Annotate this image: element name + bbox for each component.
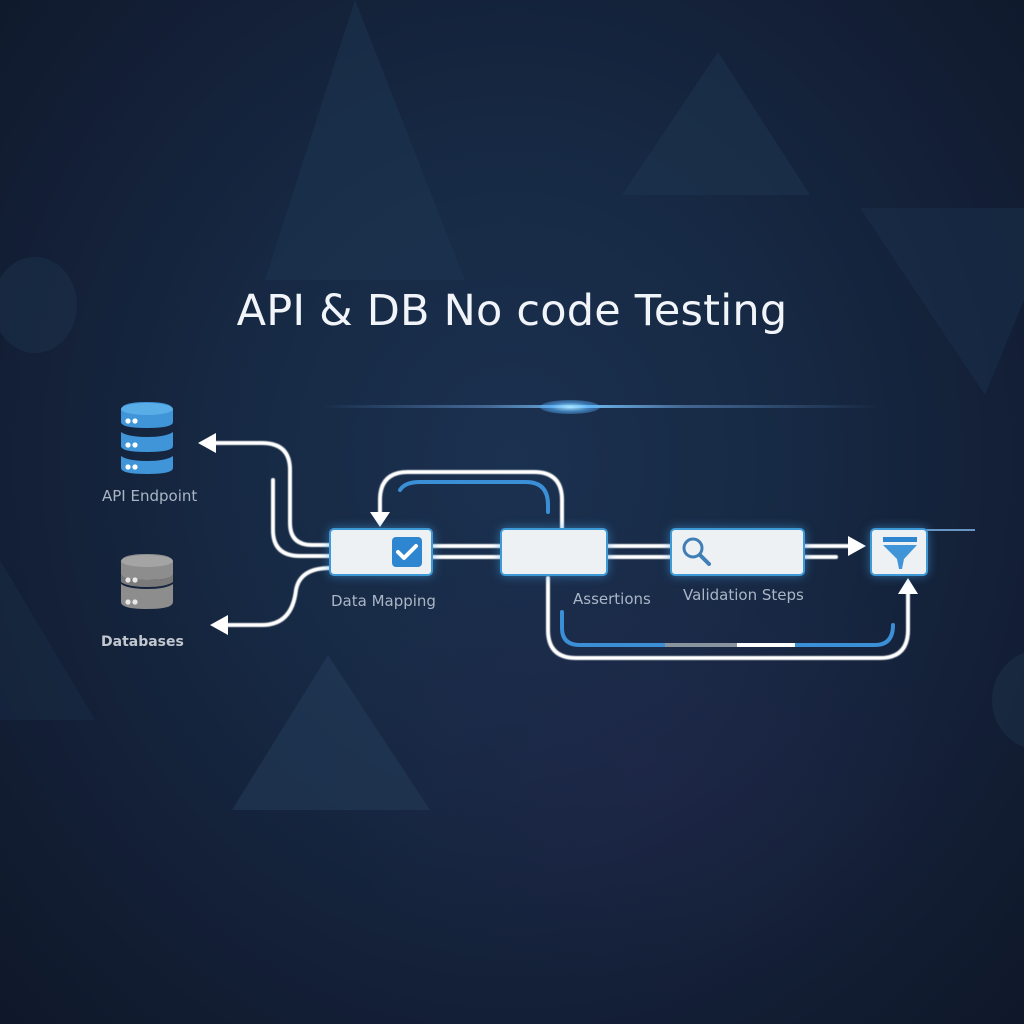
step-data-mapping[interactable] xyxy=(329,528,433,576)
arrow-down-icon xyxy=(370,512,390,527)
title-divider-glow-core xyxy=(540,400,600,414)
page-title: API & DB No code Testing xyxy=(236,286,788,336)
checkbox-checked-icon xyxy=(392,537,422,567)
arrow-left-icon xyxy=(198,433,216,453)
connector-to-api-inner xyxy=(271,478,332,558)
connector-loop-bottom-accent-right xyxy=(793,623,895,647)
database-stack-icon xyxy=(121,554,173,609)
magnifier-icon xyxy=(682,537,711,566)
source-databases-label: Databases xyxy=(101,634,184,650)
connector-to-api xyxy=(213,441,332,547)
step-validation-steps-label: Validation Steps xyxy=(683,586,804,604)
connector-loop-bottom xyxy=(546,576,910,660)
source-databases[interactable] xyxy=(118,552,176,618)
funnel-filter-icon xyxy=(883,537,917,569)
step-validation-steps[interactable] xyxy=(670,528,805,576)
connector-loop-top xyxy=(378,470,564,530)
arrow-left-icon xyxy=(210,615,228,635)
database-stack-icon xyxy=(121,402,173,474)
title-divider-glow xyxy=(320,405,880,408)
step-data-mapping-label: Data Mapping xyxy=(331,592,436,610)
step-assertions-label: Assertions xyxy=(573,590,651,608)
connector-loop-top-accent xyxy=(398,480,550,514)
step-assertions[interactable] xyxy=(500,528,608,576)
connector-loop-bottom-accent xyxy=(560,610,667,647)
arrow-right-icon xyxy=(848,536,866,556)
arrow-up-icon xyxy=(898,578,918,594)
step-filter-output[interactable] xyxy=(870,528,928,576)
connector-to-db xyxy=(226,566,332,627)
source-api-endpoint[interactable] xyxy=(118,400,176,476)
source-api-endpoint-label: API Endpoint xyxy=(102,487,198,505)
